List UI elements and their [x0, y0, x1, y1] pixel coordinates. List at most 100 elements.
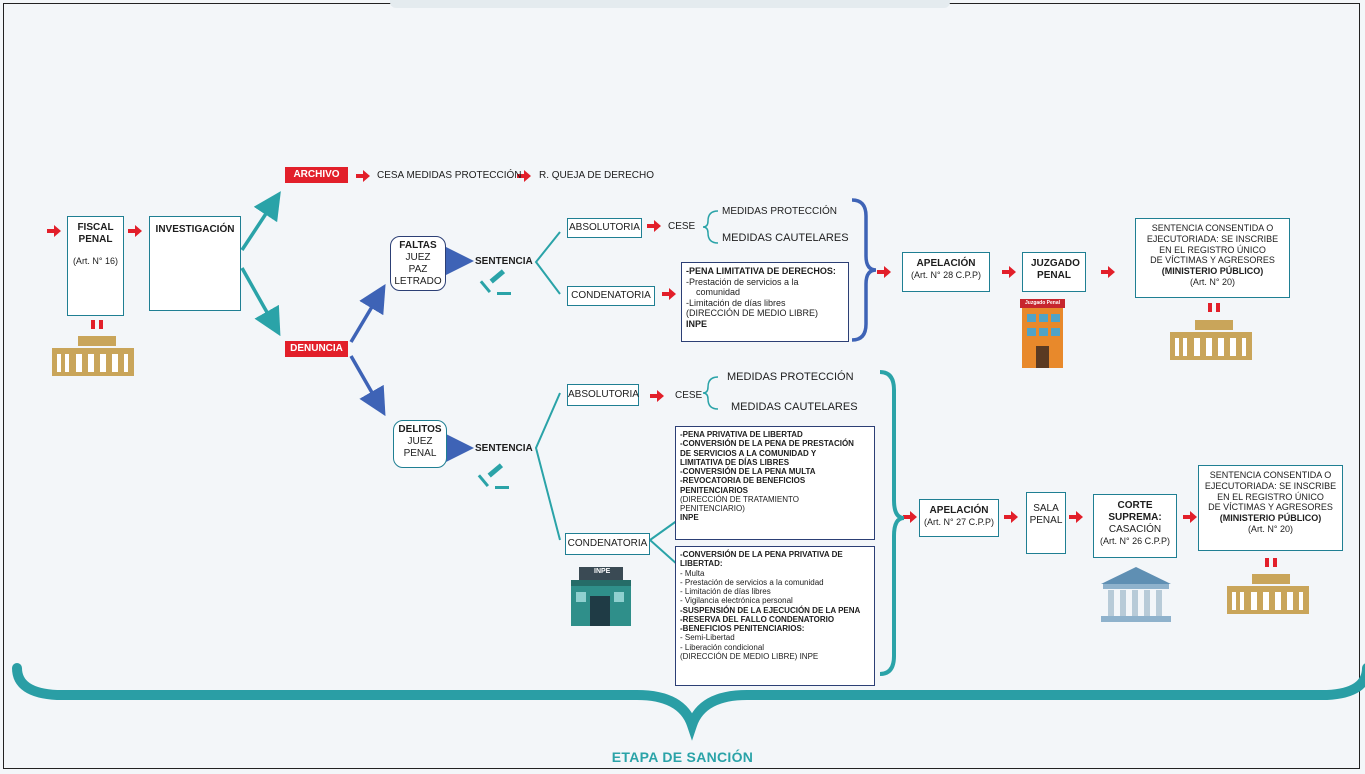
delitos-pena1-line: -REVOCATORIA DE BENEFICIOS: [680, 476, 806, 486]
delitos-pena2-line: - Liberación condicional: [680, 642, 765, 652]
delitos-pena2-line: -BENEFICIOS PENITENCIARIOS:: [680, 624, 805, 634]
faltas-pena-line: -Limitación de días libres: [686, 297, 786, 308]
faltas-pena-line: (DIRECCIÓN DE MEDIO LIBRE): [686, 308, 819, 319]
delitos-pena2-line: - Prestación de servicios a la comunidad: [680, 577, 824, 587]
delitos-result-line: EN EL REGISTRO ÚNICO: [1217, 491, 1324, 502]
faltas-pena-box: -PENA LIMITATIVA DE DERECHOS: -Prestació…: [681, 262, 849, 342]
juzgado-penal-title: JUZGADO PENAL: [1031, 258, 1080, 281]
faltas-pena-line: comunidad: [696, 287, 741, 298]
investigacion-box: INVESTIGACIÓN: [149, 216, 241, 311]
denuncia-tag: DENUNCIA: [285, 341, 348, 357]
delitos-pena1-line: LIMITATIVA DE DÍAS LIBRES: [680, 457, 790, 467]
navy-branches: [349, 247, 474, 462]
faltas-result-line: EN EL REGISTRO ÚNICO: [1159, 244, 1266, 255]
delitos-pena1-line: (DIRECCIÓN DE TRATAMIENTO: [680, 494, 799, 504]
faltas-line: LETRADO: [394, 276, 442, 287]
faltas-absolutoria-label: ABSOLUTORIA: [569, 222, 640, 233]
faltas-sentencia: SENTENCIA: [475, 256, 533, 267]
ministry-building-icon: [1227, 558, 1309, 614]
delitos-pena2-box: -CONVERSIÓN DE LA PENA PRIVATIVA DE LIBE…: [675, 546, 875, 686]
delitos-pena1-line: -CONVERSIÓN DE LA PENA MULTA: [680, 467, 816, 477]
queja-label: R. QUEJA DE DERECHO: [539, 170, 655, 181]
delitos-pena2-line: (DIRECCIÓN DE MEDIO LIBRE) INPE: [680, 651, 819, 661]
faltas-pena-line: -PENA LIMITATIVA DE DERECHOS:: [686, 266, 836, 276]
teal-brace-delitos: [879, 370, 905, 676]
delitos-result-line: (MINISTERIO PÚBLICO): [1219, 513, 1322, 524]
cese-braces: [702, 210, 719, 410]
delitos-pena2-line: - Vigilancia electrónica personal: [680, 596, 793, 606]
delitos-result-line: (Art. N° 20): [1247, 523, 1294, 534]
faltas-cese: CESE: [668, 221, 696, 232]
bottom-brace: [12, 663, 1365, 741]
delitos-medidas-proteccion: MEDIDAS PROTECCIÓN: [727, 371, 854, 383]
delitos-result-line: DE VÍCTIMAS Y AGRESORES: [1208, 502, 1333, 513]
faltas-absolutoria-box: ABSOLUTORIA: [567, 218, 642, 238]
gavel-icon: [477, 463, 509, 489]
fiscal-penal-box: FISCAL PENAL (Art. N° 16): [67, 216, 124, 316]
corte-suprema-line: SUPREMA:: [1108, 512, 1162, 523]
delitos-result-box: SENTENCIA CONSENTIDA O EJECUTORIADA: SE …: [1198, 465, 1343, 551]
delitos-pena1-line: PENITENCIARIOS: [680, 485, 749, 495]
delitos-title: DELITOS: [398, 424, 442, 435]
delitos-pena1-line: DE SERVICIOS A LA COMUNIDAD Y: [680, 448, 817, 458]
teal-branches: [240, 191, 281, 337]
faltas-line: PAZ: [408, 264, 428, 275]
faltas-result-line: (Art. N° 20): [1189, 276, 1236, 287]
faltas-condenatoria-box: CONDENATORIA: [567, 286, 655, 306]
delitos-pena2-line: -RESERVA DEL FALLO CONDENATORIO: [680, 614, 835, 624]
faltas-apelacion-box: APELACIÓN (Art. N° 28 C.P.P): [902, 252, 990, 292]
sentencia-splits: [534, 231, 679, 566]
corte-suprema-line: (Art. N° 26 C.P.P): [1100, 536, 1170, 546]
delitos-result-line: SENTENCIA CONSENTIDA O: [1209, 470, 1332, 480]
faltas-apelacion-title: APELACIÓN: [916, 258, 976, 269]
supreme-court-icon: [1101, 567, 1171, 622]
delitos-absolutoria-box: ABSOLUTORIA: [567, 384, 639, 406]
red-arrows: [47, 170, 1197, 523]
faltas-apelacion-art: (Art. N° 28 C.P.P): [911, 270, 981, 280]
delitos-line: PENAL: [403, 448, 437, 459]
delitos-box: DELITOS JUEZ PENAL: [393, 420, 447, 468]
delitos-pena2-line: - Semi-Libertad: [680, 633, 735, 643]
corte-suprema-line: CORTE: [1117, 500, 1153, 511]
faltas-medidas-cautelares: MEDIDAS CAUTELARES: [722, 232, 849, 244]
fiscal-penal-title: FISCAL PENAL: [77, 222, 114, 245]
ministry-building-icon: [52, 320, 134, 376]
delitos-absolutoria-label: ABSOLUTORIA: [568, 389, 639, 400]
sala-penal-box: SALA PENAL: [1026, 492, 1066, 554]
sala-penal-line: SALA: [1033, 503, 1059, 514]
delitos-condenatoria-label: CONDENATORIA: [567, 538, 648, 549]
faltas-line: JUEZ: [405, 252, 431, 263]
top-decoration: [390, 0, 950, 8]
delitos-pena2-line: - Limitación de días libres: [680, 587, 771, 597]
faltas-pena-line: INPE: [686, 319, 708, 330]
delitos-pena1-line: PENITENCIARIO): [680, 504, 745, 514]
delitos-condenatoria-box: CONDENATORIA: [565, 533, 650, 555]
gavel-icon: [479, 269, 511, 295]
delitos-pena2-line: - Multa: [680, 568, 705, 578]
corte-suprema-line: CASACIÓN: [1108, 524, 1162, 535]
faltas-result-line: EJECUTORIADA: SE INSCRIBE: [1146, 233, 1279, 244]
faltas-result-box: SENTENCIA CONSENTIDA O EJECUTORIADA: SE …: [1135, 218, 1290, 298]
faltas-result-line: DE VÍCTIMAS Y AGRESORES: [1150, 255, 1275, 266]
delitos-pena1-box: -PENA PRIVATIVA DE LIBERTAD -CONVERSIÓN …: [675, 426, 875, 540]
faltas-title: FALTAS: [399, 240, 437, 251]
delitos-cese: CESE: [675, 390, 703, 401]
delitos-pena2-line: -SUSPENSIÓN DE LA EJECUCIÓN DE LA PENA: [680, 605, 861, 615]
sala-penal-line: PENAL: [1029, 515, 1063, 526]
etapa-title: ETAPA DE SANCIÓN: [611, 749, 754, 765]
inpe-sign: INPE: [594, 568, 611, 575]
delitos-apelacion-art: (Art. N° 27 C.P.P): [924, 517, 994, 527]
delitos-pena2-line: LIBERTAD:: [680, 559, 723, 569]
faltas-result-line: (MINISTERIO PÚBLICO): [1161, 266, 1264, 277]
delitos-pena1-line: -CONVERSIÓN DE LA PENA DE PRESTACIÓN: [680, 439, 854, 449]
delitos-sentencia: SENTENCIA: [475, 443, 533, 454]
court-building-icon: [1020, 299, 1065, 368]
juzgado-sign: Juzgado Penal: [1025, 300, 1061, 306]
cesa-medidas-label: CESA MEDIDAS PROTECCIÓN: [377, 170, 522, 181]
blue-brace-faltas: [851, 198, 877, 342]
ministry-building-icon: [1170, 303, 1252, 360]
juzgado-penal-box: JUZGADO PENAL: [1022, 252, 1086, 292]
delitos-pena1-line: INPE: [680, 513, 699, 523]
